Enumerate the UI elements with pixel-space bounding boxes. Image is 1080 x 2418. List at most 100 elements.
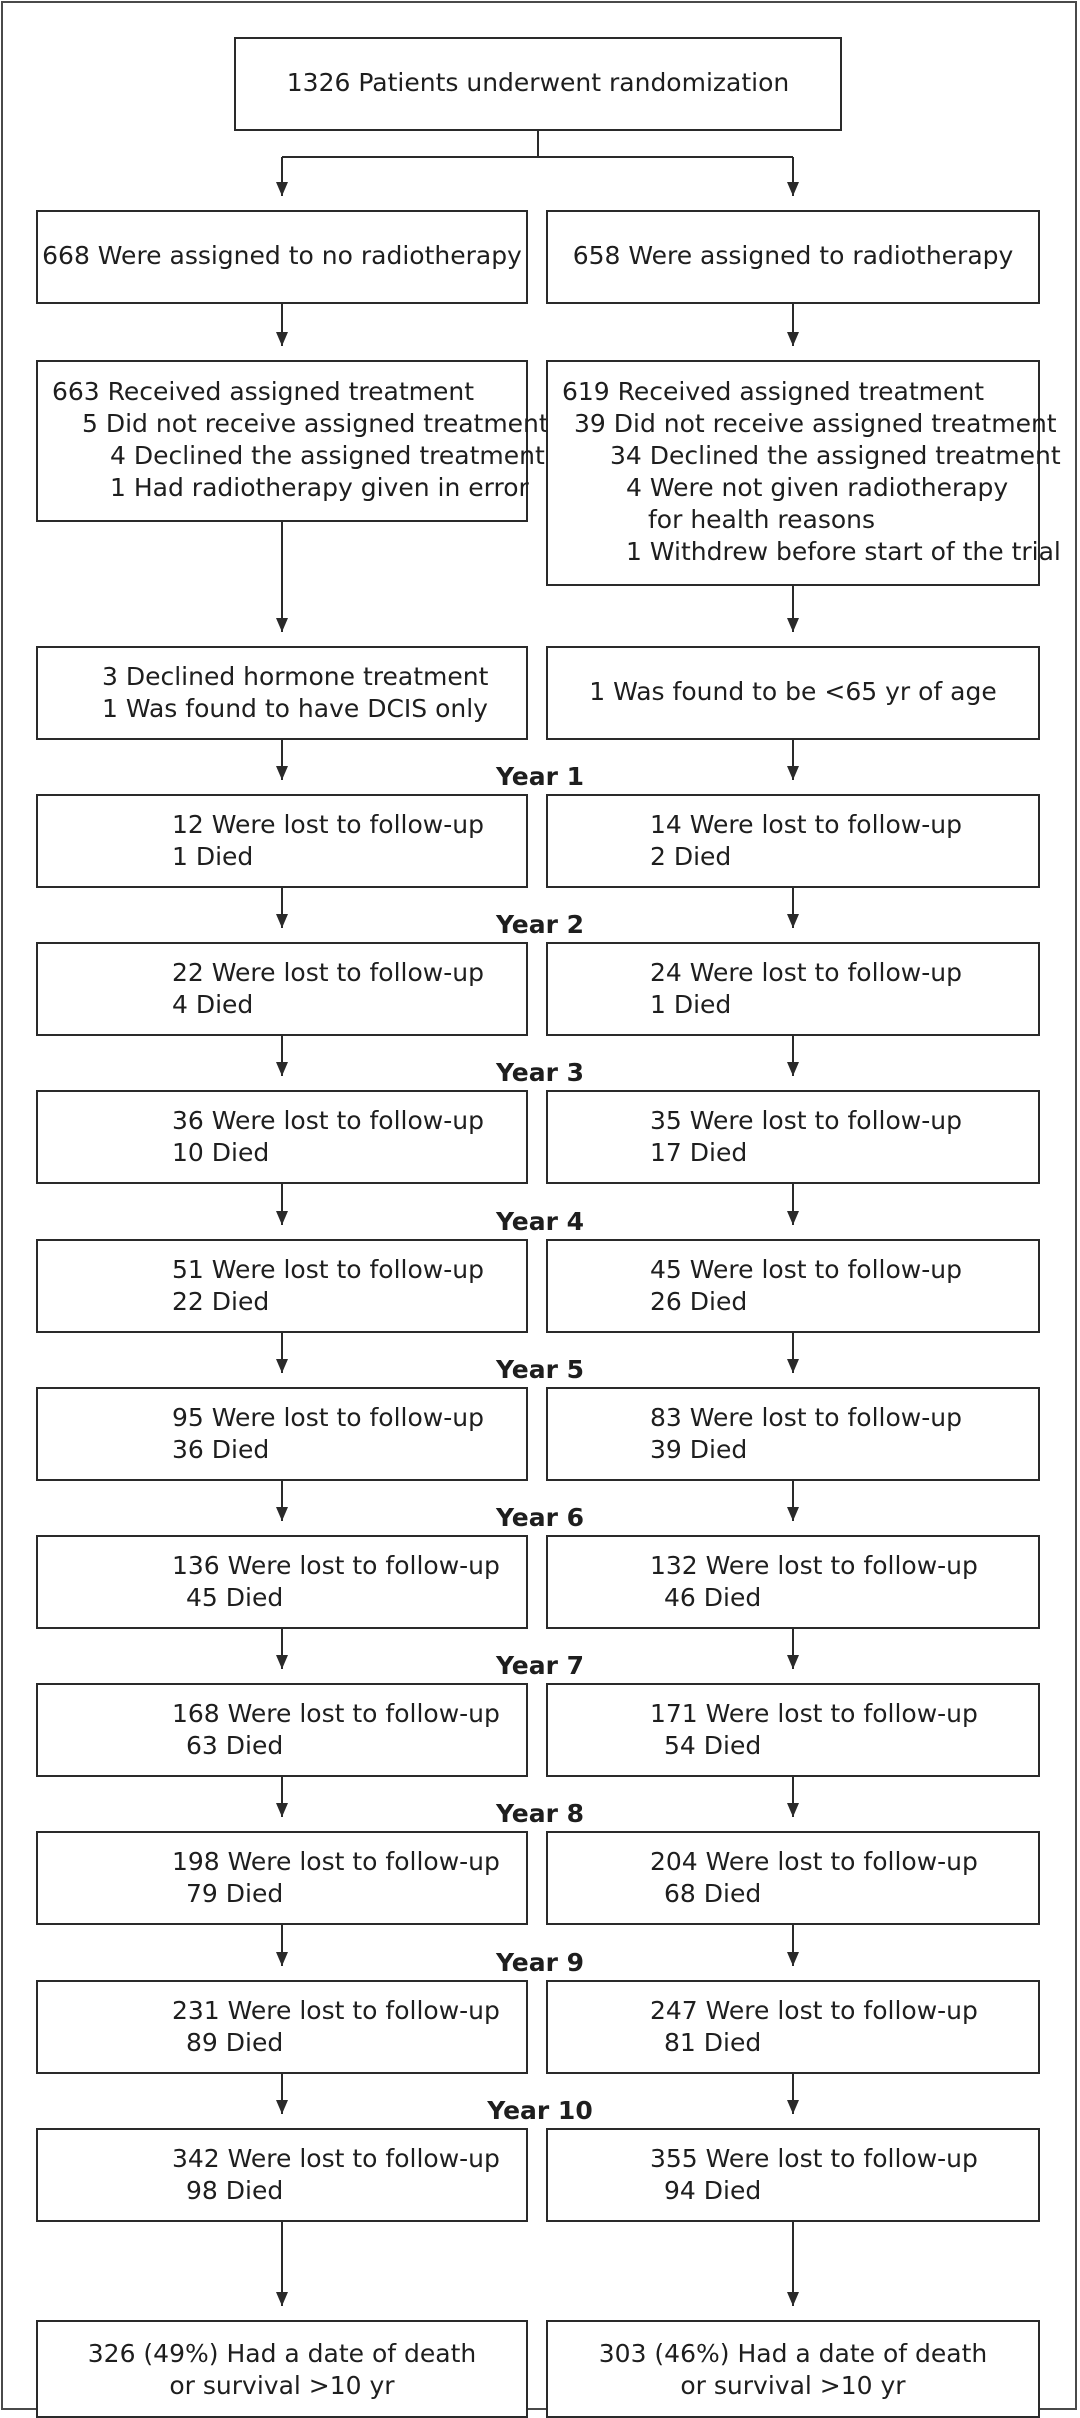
left-outcome-line: or survival >10 yr	[169, 2371, 395, 2400]
right-follow-up-box: 83 Were lost to follow-up 39 Died	[546, 1387, 1040, 1481]
right-died-text: 39 Died	[650, 1435, 748, 1464]
left-lost-text: 22 Were lost to follow-up	[172, 958, 484, 987]
left-died-text: 89 Died	[186, 2028, 284, 2057]
right-died-text: 1 Died	[650, 990, 732, 1019]
right-treatment-line: 619 Received assigned treatment	[562, 377, 984, 406]
left-lost-text: 342 Were lost to follow-up	[172, 2144, 500, 2173]
right-treatment-line: 4 Were not given radiotherapy	[626, 473, 1009, 502]
left-treatment-box: 663 Received assigned treatment 5 Did no…	[36, 360, 549, 522]
right-lost-text: 14 Were lost to follow-up	[650, 810, 962, 839]
left-follow-up-box: 198 Were lost to follow-up 79 Died	[36, 1831, 528, 1925]
left-treatment-line: 1 Had radiotherapy given in error	[110, 473, 529, 502]
left-lost-text: 36 Were lost to follow-up	[172, 1106, 484, 1135]
year-label: Year 6	[495, 1503, 585, 1532]
left-assigned-text: 668 Were assigned to no radiotherapy	[42, 241, 522, 270]
right-died-text: 68 Died	[664, 1879, 762, 1908]
year-label: Year 3	[495, 1058, 585, 1087]
left-follow-up-box: 231 Were lost to follow-up 89 Died	[36, 1980, 528, 2074]
right-outcome-line: 303 (46%) Had a date of death	[598, 2339, 988, 2368]
right-treatment-line: for health reasons	[648, 505, 876, 534]
randomization-text: 1326 Patients underwent randomization	[286, 68, 790, 97]
left-died-text: 1 Died	[172, 842, 254, 871]
left-died-text: 45 Died	[186, 1583, 284, 1612]
left-died-text: 36 Died	[172, 1435, 270, 1464]
year-label: Year 5	[495, 1355, 585, 1384]
left-follow-up-box: 136 Were lost to follow-up 45 Died	[36, 1535, 528, 1629]
right-died-text: 2 Died	[650, 842, 732, 871]
left-lost-text: 95 Were lost to follow-up	[172, 1403, 484, 1432]
right-lost-text: 204 Were lost to follow-up	[650, 1847, 978, 1876]
left-died-text: 10 Died	[172, 1138, 270, 1167]
right-follow-up-box: 24 Were lost to follow-up 1 Died	[546, 942, 1040, 1036]
year-label: Year 8	[495, 1799, 585, 1828]
right-assigned-box: 658 Were assigned to radiotherapy	[546, 210, 1040, 304]
right-lost-text: 355 Were lost to follow-up	[650, 2144, 978, 2173]
left-follow-up-box: 342 Were lost to follow-up 98 Died	[36, 2128, 528, 2222]
right-assigned-text: 658 Were assigned to radiotherapy	[572, 241, 1014, 270]
right-follow-up-box: 45 Were lost to follow-up 26 Died	[546, 1239, 1040, 1333]
right-follow-up-box: 204 Were lost to follow-up 68 Died	[546, 1831, 1040, 1925]
left-follow-up-box: 51 Were lost to follow-up 22 Died	[36, 1239, 528, 1333]
left-follow-up-box: 36 Were lost to follow-up 10 Died	[36, 1090, 528, 1184]
right-treatment-line: 1 Withdrew before start of the trial	[626, 537, 1061, 566]
right-outcome-box: 303 (46%) Had a date of death or surviva…	[546, 2320, 1040, 2418]
right-died-text: 54 Died	[664, 1731, 762, 1760]
left-treatment-line: 5 Did not receive assigned treatment	[82, 409, 549, 438]
right-follow-up-box: 171 Were lost to follow-up 54 Died	[546, 1683, 1040, 1777]
right-died-text: 94 Died	[664, 2176, 762, 2205]
right-lost-text: 45 Were lost to follow-up	[650, 1255, 962, 1284]
left-excluded-box: 3 Declined hormone treatment 1 Was found…	[36, 646, 528, 740]
right-excluded-box: 1 Was found to be <65 yr of age	[546, 646, 1040, 740]
left-assigned-box: 668 Were assigned to no radiotherapy	[36, 210, 528, 304]
right-lost-text: 24 Were lost to follow-up	[650, 958, 962, 987]
left-excluded-line: 1 Was found to have DCIS only	[102, 694, 488, 723]
right-died-text: 81 Died	[664, 2028, 762, 2057]
left-died-text: 22 Died	[172, 1287, 270, 1316]
left-outcome-box: 326 (49%) Had a date of death or surviva…	[36, 2320, 528, 2418]
right-follow-up-box: 355 Were lost to follow-up 94 Died	[546, 2128, 1040, 2222]
left-follow-up-box: 168 Were lost to follow-up 63 Died	[36, 1683, 528, 1777]
right-died-text: 17 Died	[650, 1138, 748, 1167]
right-follow-up-box: 14 Were lost to follow-up 2 Died	[546, 794, 1040, 888]
year-label: Year 9	[495, 1948, 585, 1977]
left-treatment-line: 4 Declined the assigned treatment	[110, 441, 545, 470]
right-lost-text: 171 Were lost to follow-up	[650, 1699, 978, 1728]
left-lost-text: 198 Were lost to follow-up	[172, 1847, 500, 1876]
right-treatment-line: 39 Did not receive assigned treatment	[574, 409, 1057, 438]
right-excluded-line: 1 Was found to be <65 yr of age	[589, 677, 997, 706]
left-died-text: 63 Died	[186, 1731, 284, 1760]
year-label: Year 7	[495, 1651, 585, 1680]
right-follow-up-box: 247 Were lost to follow-up 81 Died	[546, 1980, 1040, 2074]
left-died-text: 98 Died	[186, 2176, 284, 2205]
right-outcome-line: or survival >10 yr	[680, 2371, 906, 2400]
year-label: Year 4	[495, 1207, 585, 1236]
year-label: Year 1	[495, 762, 585, 791]
left-died-text: 79 Died	[186, 1879, 284, 1908]
left-lost-text: 12 Were lost to follow-up	[172, 810, 484, 839]
left-follow-up-box: 95 Were lost to follow-up 36 Died	[36, 1387, 528, 1481]
right-treatment-line: 34 Declined the assigned treatment	[610, 441, 1061, 470]
left-treatment-line: 663 Received assigned treatment	[52, 377, 474, 406]
left-lost-text: 51 Were lost to follow-up	[172, 1255, 484, 1284]
left-follow-up-box: 12 Were lost to follow-up 1 Died	[36, 794, 528, 888]
right-lost-text: 83 Were lost to follow-up	[650, 1403, 962, 1432]
left-lost-text: 136 Were lost to follow-up	[172, 1551, 500, 1580]
left-died-text: 4 Died	[172, 990, 254, 1019]
right-treatment-box: 619 Received assigned treatment 39 Did n…	[546, 360, 1061, 586]
right-lost-text: 132 Were lost to follow-up	[650, 1551, 978, 1580]
randomization-box: 1326 Patients underwent randomization	[234, 37, 842, 131]
right-follow-up-box: 35 Were lost to follow-up 17 Died	[546, 1090, 1040, 1184]
right-died-text: 26 Died	[650, 1287, 748, 1316]
left-lost-text: 231 Were lost to follow-up	[172, 1996, 500, 2025]
right-died-text: 46 Died	[664, 1583, 762, 1612]
right-lost-text: 35 Were lost to follow-up	[650, 1106, 962, 1135]
year-label: Year 10	[487, 2096, 593, 2125]
right-follow-up-box: 132 Were lost to follow-up 46 Died	[546, 1535, 1040, 1629]
left-follow-up-box: 22 Were lost to follow-up 4 Died	[36, 942, 528, 1036]
year-label: Year 2	[495, 910, 585, 939]
left-lost-text: 168 Were lost to follow-up	[172, 1699, 500, 1728]
left-excluded-line: 3 Declined hormone treatment	[102, 662, 489, 691]
right-lost-text: 247 Were lost to follow-up	[650, 1996, 978, 2025]
